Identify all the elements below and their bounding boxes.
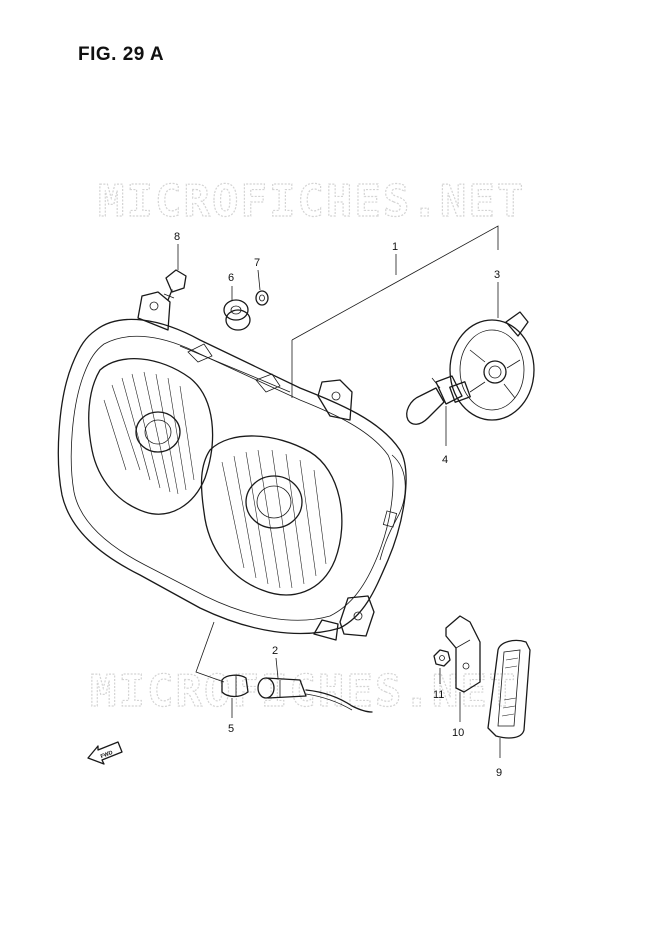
callout-7: 7 <box>254 257 260 269</box>
forward-arrow-icon: FWD <box>87 741 123 765</box>
leader-part-2 <box>275 657 279 679</box>
position-bulb <box>221 674 249 698</box>
callout-2: 2 <box>272 645 278 657</box>
callout-4: 4 <box>442 454 448 466</box>
callout-8: 8 <box>174 231 180 243</box>
position-socket <box>257 677 373 713</box>
callout-3: 3 <box>494 269 500 281</box>
socket-cover <box>449 311 535 421</box>
headlight-housing <box>57 291 407 641</box>
watermark-bottom: MICROFICHES.NET <box>90 666 517 717</box>
reflector-bracket <box>445 615 481 693</box>
screw <box>163 269 187 301</box>
grommet <box>223 299 251 331</box>
callout-5: 5 <box>228 723 234 735</box>
callout-1: 1 <box>392 241 398 253</box>
side-reflector <box>487 639 531 739</box>
figure-title: FIG. 29 A <box>78 44 165 65</box>
callout-9: 9 <box>496 767 502 779</box>
callout-11: 11 <box>433 689 444 701</box>
collar <box>255 290 269 306</box>
callout-6: 6 <box>228 272 234 284</box>
callout-10: 10 <box>452 727 464 739</box>
watermark-top: MICROFICHES.NET <box>98 176 525 227</box>
leader-part-7 <box>257 269 261 291</box>
nut <box>433 649 451 667</box>
leader-position-light <box>195 621 225 683</box>
headlight-bulb <box>406 375 471 425</box>
leader-part-1 <box>291 225 499 398</box>
fwd-label: FWD <box>100 750 114 760</box>
